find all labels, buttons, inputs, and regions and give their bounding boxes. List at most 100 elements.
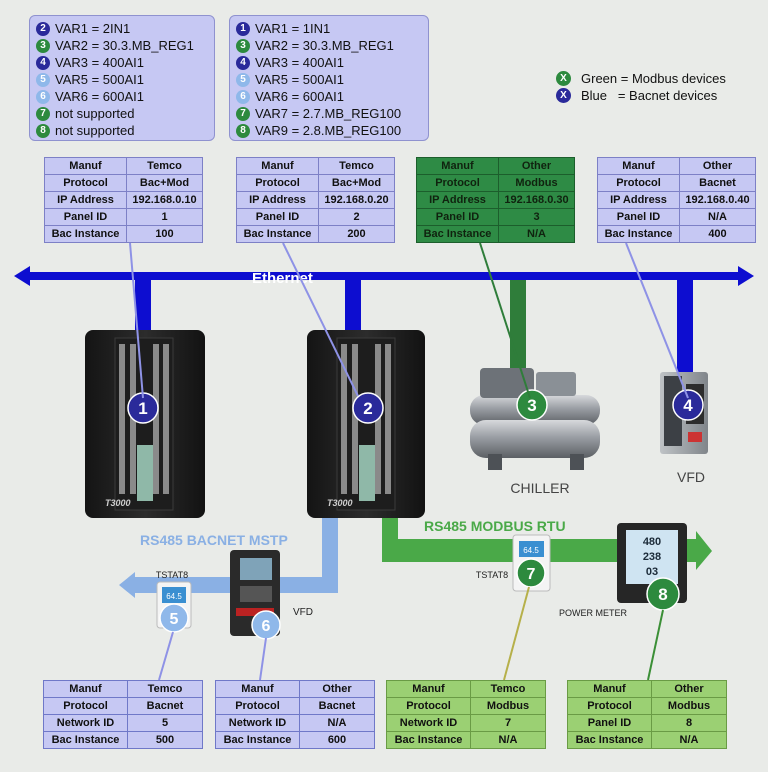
- table-field-value: 192.168.0.30: [498, 191, 575, 209]
- variable-line: 1 VAR1 = 1IN1: [236, 20, 422, 37]
- variable-text: VAR6 = 600AI1: [55, 89, 145, 104]
- ethernet-drop-1: [135, 280, 151, 334]
- bacnet-bus-line: [119, 510, 338, 598]
- table-field-label: Network ID: [215, 714, 300, 732]
- legend-bacnet-text: Blue = Bacnet devices: [581, 88, 718, 103]
- table-field-value: Temco: [318, 157, 395, 175]
- ethernet-drop-4: [677, 280, 693, 374]
- table-field-value: Other: [498, 157, 575, 175]
- controller-1-display: [137, 445, 153, 501]
- variable-line: 2 VAR1 = 2IN1: [36, 20, 208, 37]
- chiller-label: CHILLER: [510, 480, 569, 496]
- table-field-value: Bacnet: [127, 697, 203, 715]
- table-field-value: Other: [299, 680, 375, 698]
- power-meter-reading-1: 480: [643, 536, 661, 548]
- table-field-label: Protocol: [236, 174, 319, 192]
- device-badge-5-number: 5: [170, 611, 179, 628]
- variable-device-badge: 2: [36, 21, 50, 36]
- table-field-label: Manuf: [215, 680, 300, 698]
- device-badge-7-number: 7: [527, 566, 536, 583]
- controller-2: T3000 2: [307, 330, 425, 518]
- controller-2-brand: T3000: [327, 498, 353, 508]
- variable-device-badge: 7: [236, 106, 250, 121]
- variable-text: VAR1 = 1IN1: [255, 21, 331, 36]
- vfd-4: 4 VFD: [660, 372, 708, 485]
- table-field-label: Manuf: [386, 680, 471, 698]
- bacnet-bus-label: RS485 BACNET MSTP: [140, 532, 288, 548]
- variable-text: VAR1 = 2IN1: [55, 21, 131, 36]
- tstat-5: 64.5 TSTAT8 5: [156, 570, 192, 633]
- controller-1-brand: T3000: [105, 498, 131, 508]
- table-field-label: Panel ID: [44, 208, 127, 226]
- table-field-value: 500: [127, 731, 203, 749]
- table-field-value: 192.168.0.20: [318, 191, 395, 209]
- tstat-7-label: TSTAT8: [476, 570, 508, 580]
- device-badge-5: [159, 603, 189, 633]
- variable-text: VAR3 = 400AI1: [55, 55, 145, 70]
- table-field-label: Panel ID: [597, 208, 680, 226]
- connector-5: [158, 631, 174, 681]
- table-field-value: Bac+Mod: [126, 174, 203, 192]
- table-field-label: Manuf: [44, 157, 127, 175]
- table-field-value: N/A: [470, 731, 546, 749]
- power-meter-reading-2: 238: [643, 551, 661, 563]
- variable-text: VAR3 = 400AI1: [255, 55, 345, 70]
- table-field-value: Modbus: [470, 697, 546, 715]
- device-badge-3-number: 3: [527, 396, 536, 415]
- table-field-value: 100: [126, 225, 203, 243]
- connector-4: [625, 242, 689, 399]
- variable-device-badge: 3: [236, 38, 250, 53]
- table-field-value: 2: [318, 208, 395, 226]
- connector-6: [259, 637, 267, 681]
- table-field-label: IP Address: [236, 191, 319, 209]
- ethernet-drop-2: [345, 280, 361, 334]
- legend-modbus-text: Green = Modbus devices: [581, 71, 726, 86]
- device-badge-1-number: 1: [138, 399, 147, 418]
- tstat-5-screen: 64.5: [166, 592, 182, 601]
- connector-lines: [129, 242, 689, 681]
- variable-device-badge: 1: [236, 21, 250, 36]
- device-badge-4: [672, 389, 704, 421]
- table-field-value: N/A: [498, 225, 575, 243]
- table-field-label: Protocol: [215, 697, 300, 715]
- device-badge-2: [352, 392, 384, 424]
- variable-device-badge: 8: [36, 123, 50, 138]
- table-field-value: 600: [299, 731, 375, 749]
- table-field-label: Manuf: [597, 157, 680, 175]
- connector-2: [282, 242, 359, 397]
- table-field-value: 3: [498, 208, 575, 226]
- table-field-value: 1: [126, 208, 203, 226]
- table-field-label: IP Address: [597, 191, 680, 209]
- device-badge-2-number: 2: [363, 399, 372, 418]
- connector-8: [647, 609, 664, 681]
- table-field-value: Bacnet: [679, 174, 756, 192]
- table-field-label: Network ID: [386, 714, 471, 732]
- table-field-label: Manuf: [416, 157, 499, 175]
- table-field-label: Bac Instance: [43, 731, 128, 749]
- table-field-value: Temco: [470, 680, 546, 698]
- table-field-label: IP Address: [416, 191, 499, 209]
- legend-bacnet: X Blue = Bacnet devices: [556, 87, 726, 104]
- connector-1: [129, 242, 144, 399]
